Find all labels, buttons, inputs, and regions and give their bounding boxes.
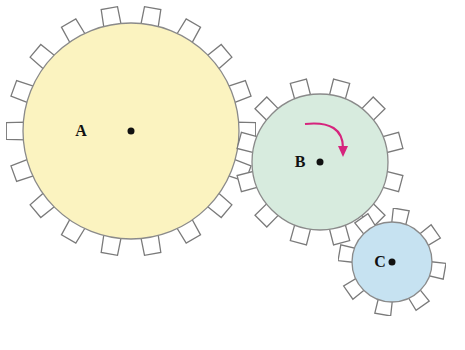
gear-outline [6, 6, 256, 256]
gear: B [236, 78, 404, 246]
gear-label: B [295, 154, 306, 170]
gear-label: C [374, 254, 386, 270]
gear: C [338, 208, 446, 316]
gear-outline [338, 208, 446, 316]
gear-label: A [75, 123, 87, 139]
axle-dot [317, 159, 324, 166]
gear-outline [236, 78, 404, 246]
gear-body [252, 94, 388, 230]
axle-dot [128, 128, 135, 135]
gear: A [6, 6, 256, 256]
gear-body [23, 23, 239, 239]
axle-dot [389, 259, 396, 266]
arrow-head [338, 146, 348, 157]
rotation-arrow [305, 124, 343, 149]
gear-body [352, 222, 432, 302]
